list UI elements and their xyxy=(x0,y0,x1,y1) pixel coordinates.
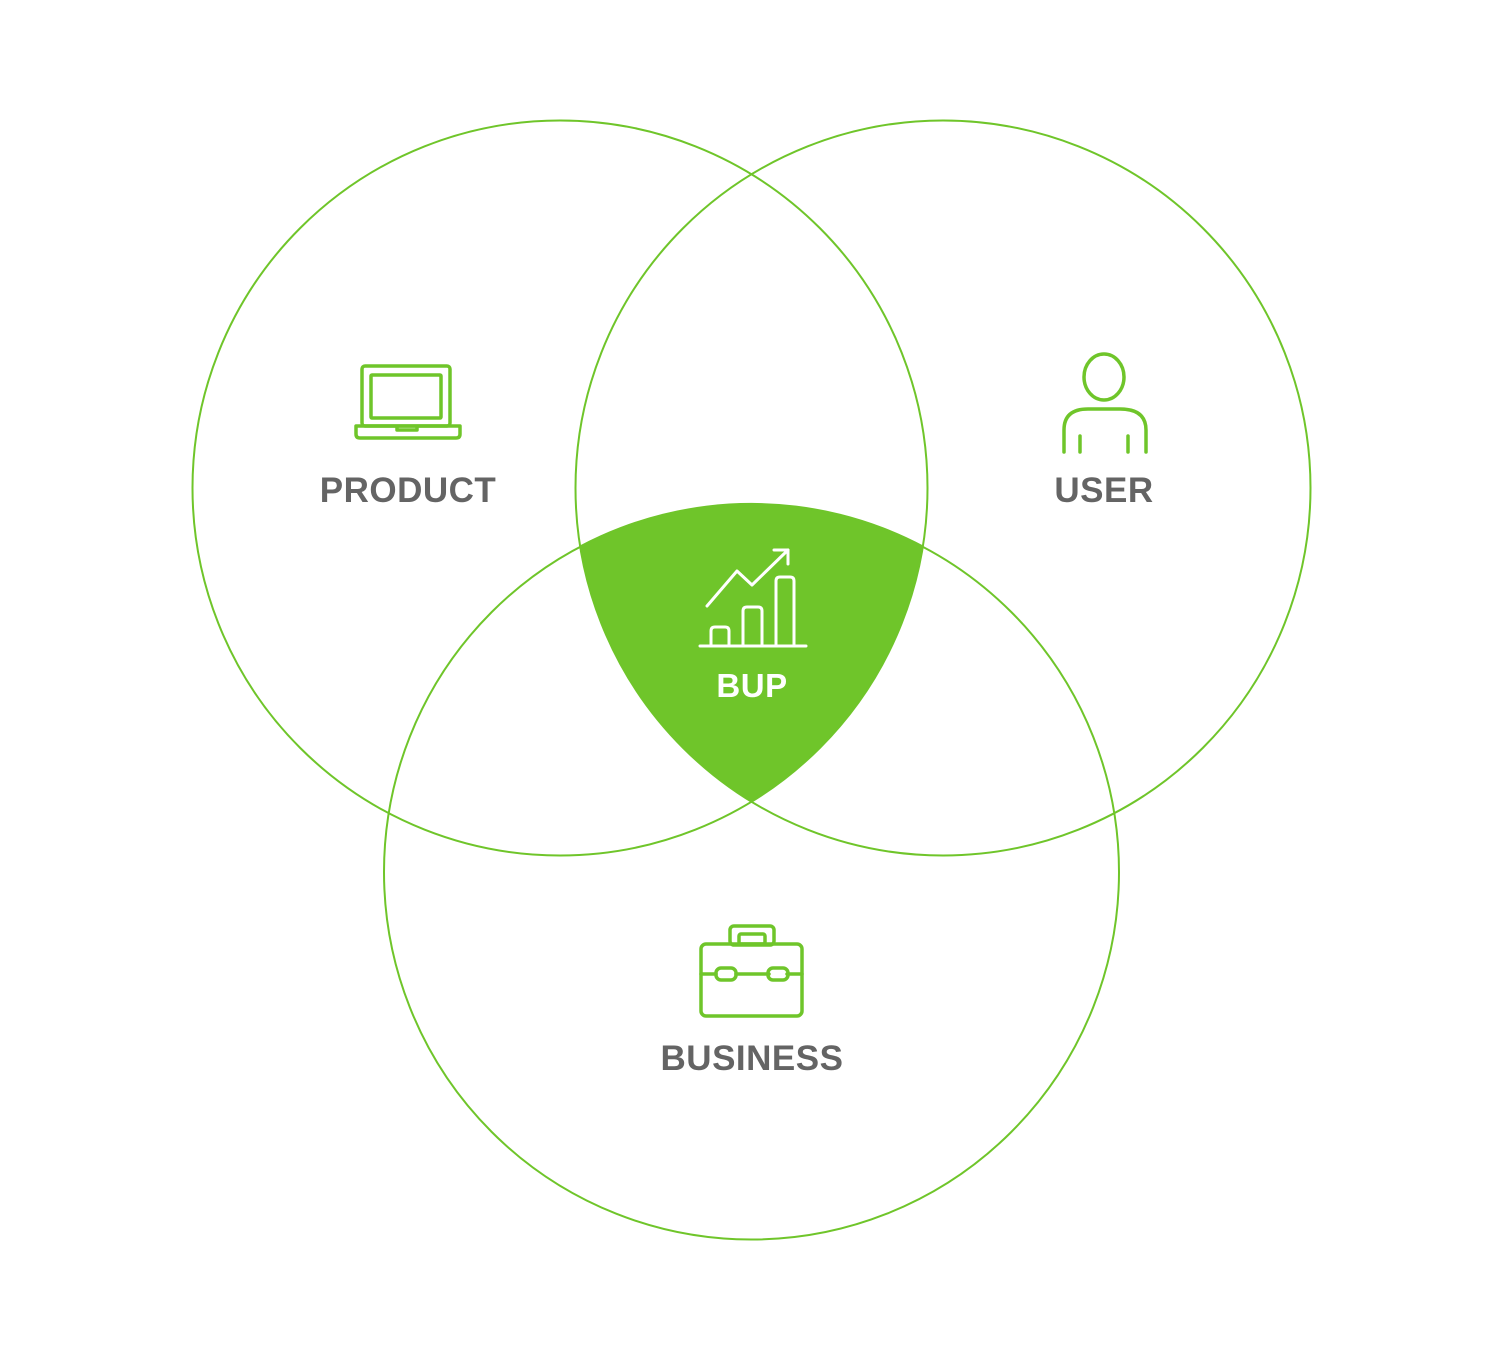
laptop-icon xyxy=(354,364,462,440)
circle-business xyxy=(383,503,1120,1241)
circle-user xyxy=(574,119,1312,857)
intersection-label-bup: BUP xyxy=(716,667,787,704)
growth-chart-icon xyxy=(698,548,808,648)
set-label-user: USER xyxy=(1054,471,1153,510)
set-label-business: BUSINESS xyxy=(661,1039,844,1078)
user-icon xyxy=(1062,352,1148,454)
set-label-product: PRODUCT xyxy=(320,471,497,510)
circle-product xyxy=(191,119,929,857)
intersection-region-bup xyxy=(579,502,924,802)
briefcase-icon xyxy=(699,924,804,1018)
